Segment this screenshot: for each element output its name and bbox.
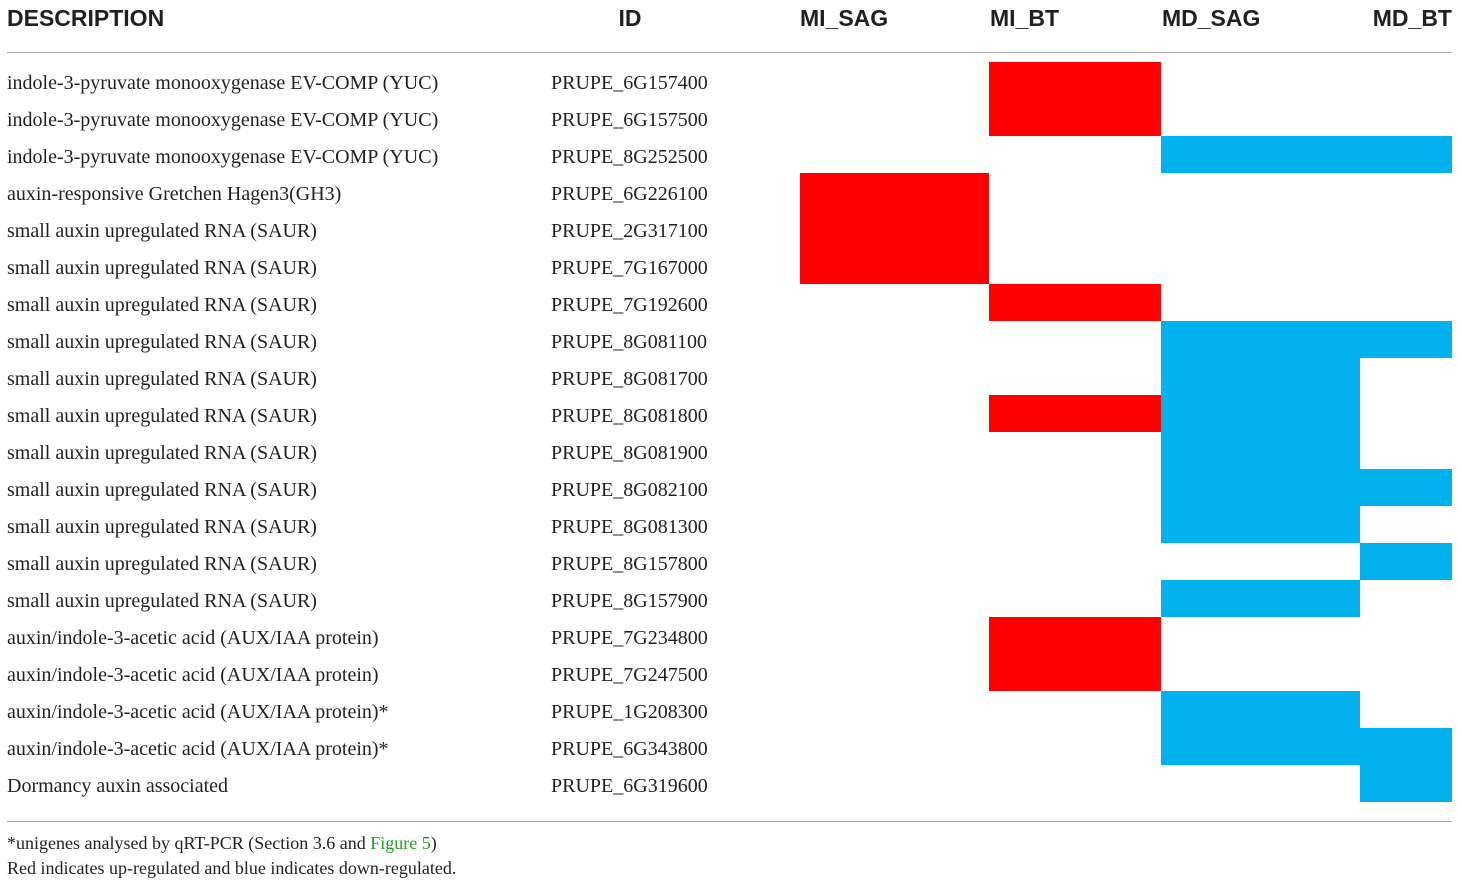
footnote-prefix: *unigenes analysed by qRT-PCR (Section 3…	[7, 833, 371, 853]
up-regulated-cell-mi-bt	[989, 284, 1161, 321]
footnote-suffix: )	[430, 833, 437, 853]
row-description: small auxin upregulated RNA (SAUR)	[7, 257, 317, 279]
down-regulated-cell-md-sag	[1161, 506, 1360, 543]
row-gene-id: PRUPE_6G319600	[551, 775, 708, 797]
row-description: Dormancy auxin associated	[7, 775, 229, 797]
down-regulated-cell-md-sag	[1161, 580, 1360, 617]
row-description: small auxin upregulated RNA (SAUR)	[7, 442, 317, 464]
up-regulated-cell-mi-bt	[989, 62, 1161, 99]
row-description: small auxin upregulated RNA (SAUR)	[7, 405, 317, 427]
header-md-bt: MD_BT	[1372, 5, 1452, 31]
row-gene-id: PRUPE_1G208300	[551, 701, 708, 723]
row-description: indole-3-pyruvate monooxygenase EV-COMP …	[7, 146, 439, 168]
row-description: indole-3-pyruvate monooxygenase EV-COMP …	[7, 72, 439, 94]
row-description: small auxin upregulated RNA (SAUR)	[7, 294, 317, 316]
down-regulated-cell-md-sag	[1161, 321, 1360, 358]
row-gene-id: PRUPE_8G081900	[551, 442, 708, 464]
row-description: small auxin upregulated RNA (SAUR)	[7, 553, 317, 575]
row-gene-id: PRUPE_8G081100	[551, 331, 707, 353]
row-gene-id: PRUPE_8G157800	[551, 553, 708, 575]
row-gene-id: PRUPE_8G081800	[551, 405, 708, 427]
row-description: small auxin upregulated RNA (SAUR)	[7, 516, 317, 538]
row-gene-id: PRUPE_6G343800	[551, 738, 708, 760]
up-regulated-cell-mi-bt	[989, 99, 1161, 136]
row-description: indole-3-pyruvate monooxygenase EV-COMP …	[7, 109, 439, 131]
header-id: ID	[618, 5, 642, 31]
row-description: small auxin upregulated RNA (SAUR)	[7, 220, 317, 242]
down-regulated-cell-md-sag	[1161, 469, 1360, 506]
row-description: small auxin upregulated RNA (SAUR)	[7, 331, 317, 353]
footer-rule	[7, 821, 1452, 822]
up-regulated-cell-mi-bt	[989, 654, 1161, 691]
row-gene-id: PRUPE_8G082100	[551, 479, 708, 501]
row-gene-id: PRUPE_6G157400	[551, 72, 708, 94]
down-regulated-cell-md-bt	[1360, 543, 1452, 580]
footnote-qrtpcr: *unigenes analysed by qRT-PCR (Section 3…	[7, 831, 437, 855]
up-regulated-cell-mi-sag	[800, 173, 989, 210]
header-description: DESCRIPTION	[7, 5, 165, 31]
row-description: small auxin upregulated RNA (SAUR)	[7, 590, 317, 612]
header-mi-bt: MI_BT	[990, 5, 1059, 31]
row-gene-id: PRUPE_7G247500	[551, 664, 708, 686]
down-regulated-cell-md-bt	[1360, 136, 1452, 173]
down-regulated-cell-md-sag	[1161, 432, 1360, 469]
up-regulated-cell-mi-sag	[800, 210, 989, 247]
up-regulated-cell-mi-bt	[989, 395, 1161, 432]
row-description: auxin/indole-3-acetic acid (AUX/IAA prot…	[7, 664, 379, 686]
row-description: auxin/indole-3-acetic acid (AUX/IAA prot…	[7, 738, 389, 760]
down-regulated-cell-md-bt	[1360, 321, 1452, 358]
header-rule	[7, 52, 1452, 53]
row-description: small auxin upregulated RNA (SAUR)	[7, 479, 317, 501]
figure-5-link[interactable]: Figure 5	[370, 833, 431, 853]
row-gene-id: PRUPE_8G157900	[551, 590, 708, 612]
row-gene-id: PRUPE_8G252500	[551, 146, 708, 168]
down-regulated-cell-md-sag	[1161, 136, 1360, 173]
row-description: auxin-responsive Gretchen Hagen3(GH3)	[7, 183, 342, 205]
row-gene-id: PRUPE_7G167000	[551, 257, 708, 279]
row-description: auxin/indole-3-acetic acid (AUX/IAA prot…	[7, 701, 389, 723]
row-gene-id: PRUPE_2G317100	[551, 220, 708, 242]
footnote-color-legend: Red indicates up-regulated and blue indi…	[7, 858, 457, 878]
down-regulated-cell-md-sag	[1161, 358, 1360, 395]
down-regulated-cell-md-bt	[1360, 728, 1452, 765]
row-gene-id: PRUPE_6G226100	[551, 183, 708, 205]
row-description: small auxin upregulated RNA (SAUR)	[7, 368, 317, 390]
down-regulated-cell-md-sag	[1161, 728, 1360, 765]
down-regulated-cell-md-bt	[1360, 765, 1452, 802]
down-regulated-cell-md-bt	[1360, 469, 1452, 506]
row-gene-id: PRUPE_8G081300	[551, 516, 708, 538]
down-regulated-cell-md-sag	[1161, 395, 1360, 432]
row-gene-id: PRUPE_6G157500	[551, 109, 708, 131]
header-md-sag: MD_SAG	[1162, 5, 1261, 31]
row-gene-id: PRUPE_8G081700	[551, 368, 708, 390]
up-regulated-cell-mi-bt	[989, 617, 1161, 654]
row-gene-id: PRUPE_7G192600	[551, 294, 708, 316]
row-gene-id: PRUPE_7G234800	[551, 627, 708, 649]
down-regulated-cell-md-sag	[1161, 691, 1360, 728]
row-description: auxin/indole-3-acetic acid (AUX/IAA prot…	[7, 627, 379, 649]
up-regulated-cell-mi-sag	[800, 247, 989, 284]
header-mi-sag: MI_SAG	[800, 5, 889, 31]
